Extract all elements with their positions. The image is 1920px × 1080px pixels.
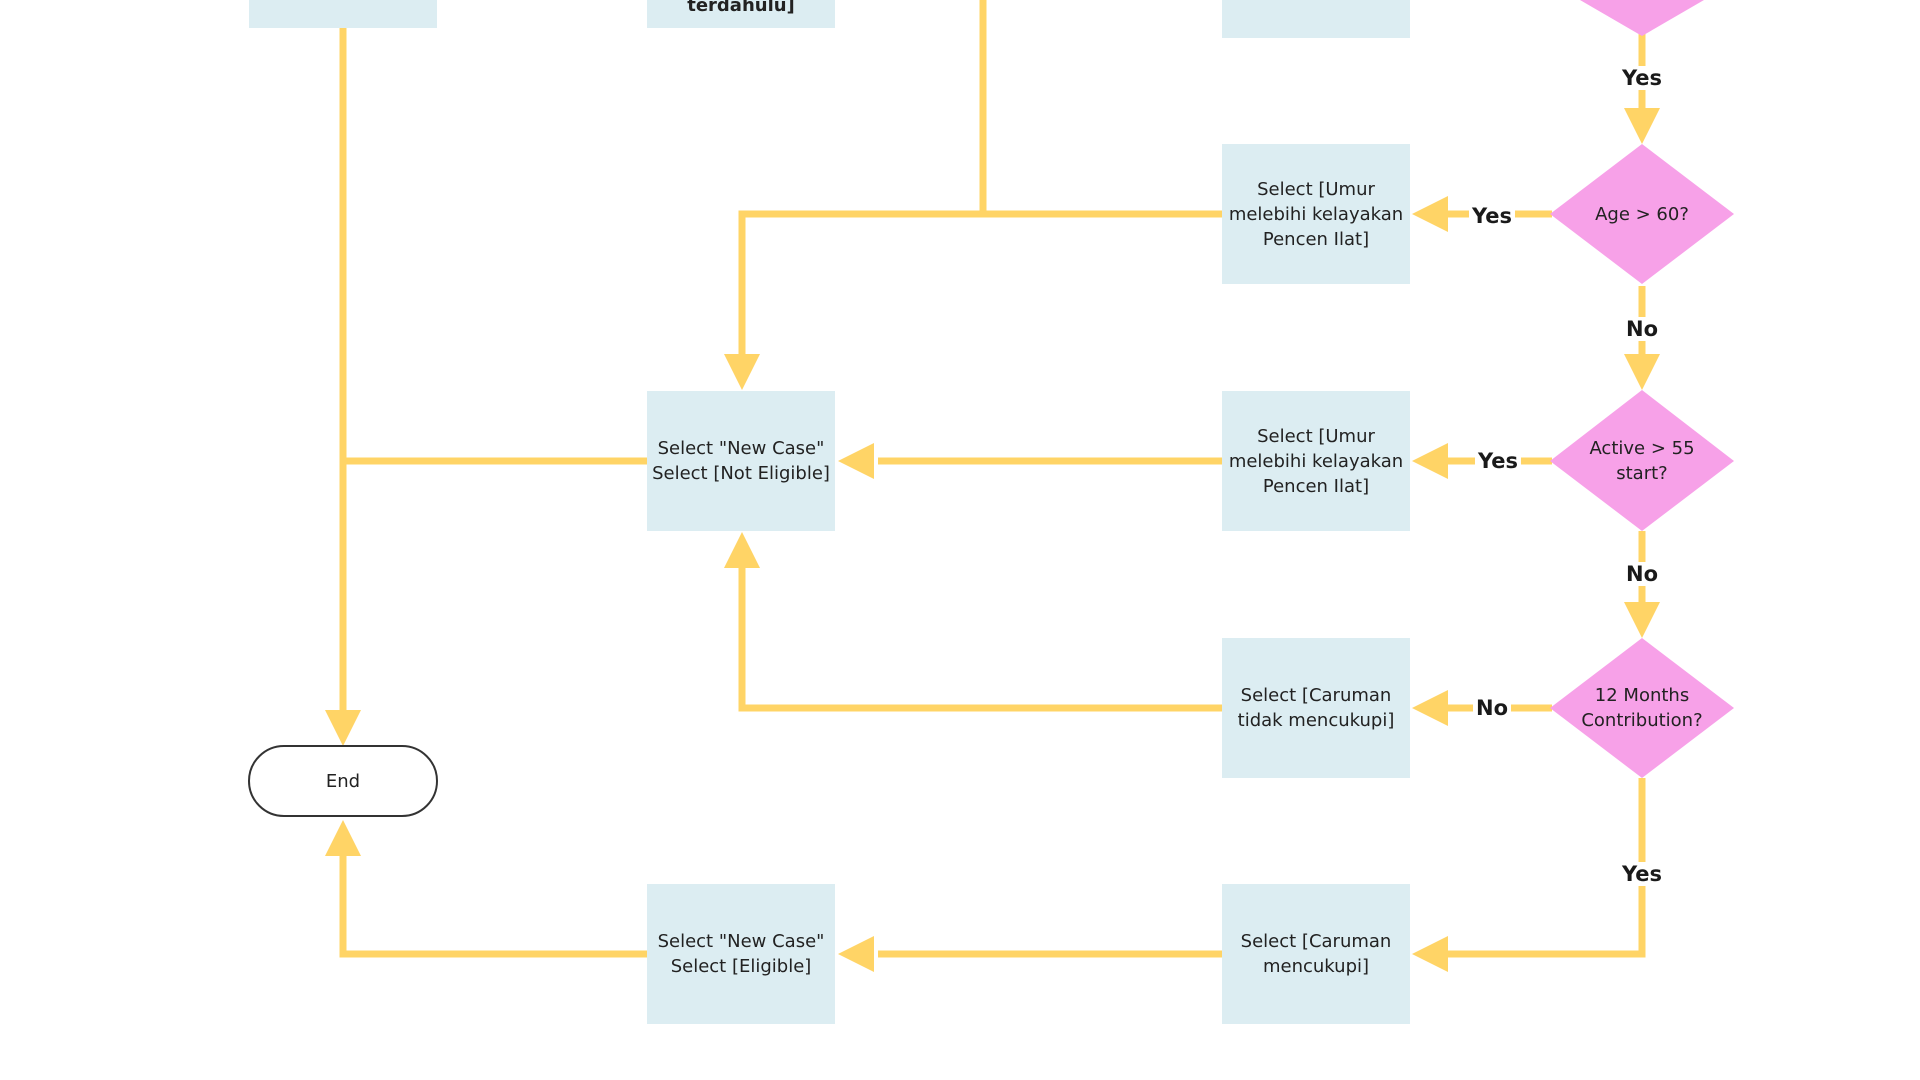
process-box-eligible[interactable]: Select "New Case" Select [Eligible] bbox=[647, 884, 835, 1024]
connector-eligible-to-end bbox=[339, 842, 648, 958]
process-box-top-right[interactable] bbox=[1222, 0, 1410, 38]
edge-label-contrib-yes: Yes bbox=[1618, 862, 1666, 886]
process-box-top-left[interactable] bbox=[249, 0, 437, 28]
arrowhead-to-active bbox=[1624, 354, 1660, 390]
terminal-end-label: End bbox=[325, 770, 361, 792]
arrowhead-to-age bbox=[1624, 108, 1660, 144]
process-box-umur-1[interactable]: Select [Umur melebihi kelayakan Pencen I… bbox=[1222, 144, 1410, 284]
edge-label-contrib-no: No bbox=[1472, 696, 1512, 720]
decision-active-label: Active > 55 start? bbox=[1589, 438, 1695, 484]
edge-label-top-yes: Yes bbox=[1618, 66, 1666, 90]
connector-umur-1-to-not-eligible bbox=[738, 210, 1224, 370]
decision-active[interactable]: Active > 55 start? bbox=[1549, 391, 1735, 531]
decision-age[interactable]: Age > 60? bbox=[1549, 144, 1735, 284]
process-box-umur-1-label: Select [Umur melebihi kelayakan Pencen I… bbox=[1228, 178, 1404, 250]
connector-caruman-tidak-to-not-eligible bbox=[738, 552, 1224, 712]
decision-shape-age bbox=[1550, 144, 1734, 284]
arrowhead-to-end-bottom bbox=[325, 820, 361, 856]
decision-shapes bbox=[1550, 0, 1734, 778]
arrowhead-to-umur-2 bbox=[1412, 443, 1448, 479]
arrowhead-to-not-eligible-right bbox=[838, 443, 874, 479]
decision-age-label: Age > 60? bbox=[1595, 203, 1689, 225]
arrowhead-to-not-eligible-top bbox=[724, 354, 760, 390]
process-box-not-eligible-label: Select "New Case" Select [Not Eligible] bbox=[652, 438, 830, 484]
process-box-umur-2-label: Select [Umur melebihi kelayakan Pencen I… bbox=[1228, 425, 1404, 497]
arrowhead-to-end-top bbox=[325, 710, 361, 746]
arrowhead-to-eligible bbox=[838, 936, 874, 972]
decision-contribution[interactable]: 12 Months Contribution? bbox=[1549, 638, 1735, 778]
arrowhead-to-not-eligible-bottom bbox=[724, 532, 760, 568]
process-box-umur-2[interactable]: Select [Umur melebihi kelayakan Pencen I… bbox=[1222, 391, 1410, 531]
edge-label-active-yes: Yes bbox=[1474, 449, 1522, 473]
arrowheads bbox=[325, 108, 1660, 972]
arrowhead-to-caruman bbox=[1412, 936, 1448, 972]
arrowhead-to-contribution bbox=[1624, 602, 1660, 638]
edge-label-active-no: No bbox=[1622, 562, 1662, 586]
process-box-caruman-label: Select [Caruman mencukupi] bbox=[1240, 931, 1392, 977]
process-box-caruman-tidak-label: Select [Caruman tidak mencukupi] bbox=[1237, 685, 1395, 731]
terminal-end[interactable]: End bbox=[248, 745, 438, 817]
edge-label-age-yes: Yes bbox=[1468, 204, 1516, 228]
process-box-caruman[interactable]: Select [Caruman mencukupi] bbox=[1222, 884, 1410, 1024]
process-box-top-mid-label: terdahulu] bbox=[687, 0, 795, 16]
connector-contribution-to-caruman bbox=[1432, 778, 1646, 958]
process-box-not-eligible[interactable]: Select "New Case" Select [Not Eligible] bbox=[647, 391, 835, 531]
process-box-eligible-label: Select "New Case" Select [Eligible] bbox=[657, 931, 825, 977]
connector-lines bbox=[339, 0, 1646, 958]
decision-shape-active bbox=[1550, 390, 1734, 531]
decision-shape-contribution bbox=[1550, 638, 1734, 778]
decision-contribution-label: 12 Months Contribution? bbox=[1581, 685, 1703, 731]
process-box-top-mid[interactable]: terdahulu] bbox=[647, 0, 835, 28]
arrowhead-to-caruman-tidak bbox=[1412, 690, 1448, 726]
decision-shape-top bbox=[1580, 0, 1704, 36]
process-box-caruman-tidak[interactable]: Select [Caruman tidak mencukupi] bbox=[1222, 638, 1410, 778]
edge-label-age-no: No bbox=[1622, 317, 1662, 341]
arrowhead-to-umur-1 bbox=[1412, 196, 1448, 232]
